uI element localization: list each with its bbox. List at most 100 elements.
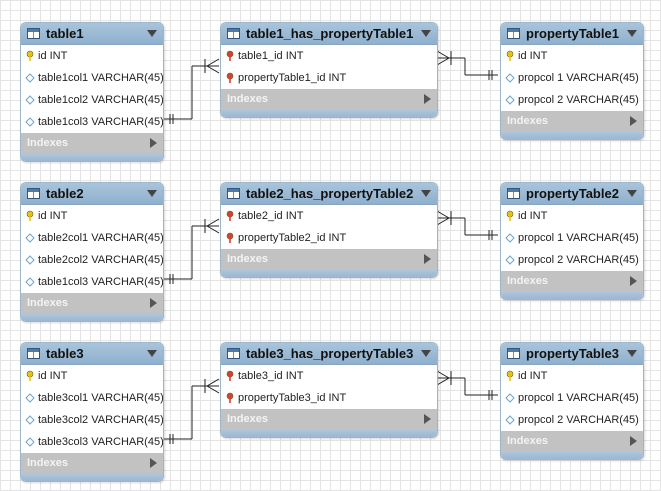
expand-arrow-icon[interactable]	[630, 116, 637, 126]
column-row[interactable]: propcol 2 VARCHAR(45)	[501, 249, 643, 271]
column-label: propcol 2 VARCHAR(45)	[518, 414, 639, 426]
column-row[interactable]: table2_id INT	[221, 205, 437, 227]
column-row[interactable]: table3col3 VARCHAR(45)	[21, 431, 163, 453]
entity-footer	[501, 131, 643, 139]
indexes-section[interactable]: Indexes	[221, 89, 437, 109]
crows-foot-mark	[436, 217, 450, 226]
table-icon	[227, 28, 240, 39]
indexes-label: Indexes	[507, 115, 548, 127]
column-row[interactable]: id INT	[501, 205, 643, 227]
entity-header[interactable]: table1	[21, 23, 163, 45]
entity-footer	[221, 269, 437, 277]
column-label: propertyTable1_id INT	[238, 72, 347, 84]
column-row[interactable]: table3col1 VARCHAR(45)	[21, 387, 163, 409]
column-row[interactable]: table1_id INT	[221, 45, 437, 67]
collapse-triangle-icon[interactable]	[627, 190, 637, 197]
column-row[interactable]: id INT	[21, 365, 163, 387]
column-row[interactable]: table1col2 VARCHAR(45)	[21, 89, 163, 111]
expand-arrow-icon[interactable]	[150, 138, 157, 148]
column-row[interactable]: propertyTable2_id INT	[221, 227, 437, 249]
column-row[interactable]: propcol 2 VARCHAR(45)	[501, 89, 643, 111]
expand-arrow-icon[interactable]	[150, 458, 157, 468]
indexes-section[interactable]: Indexes	[21, 453, 163, 473]
entity-title: table2_has_propertyTable2	[246, 186, 414, 201]
entity-header[interactable]: table2_has_propertyTable2	[221, 183, 437, 205]
entity-table1-has-property-table1[interactable]: table1_has_propertyTable1 table1_id INT pr…	[220, 22, 438, 118]
column-diamond-icon	[25, 117, 35, 127]
column-label: id INT	[38, 210, 68, 222]
column-diamond-icon	[25, 277, 35, 287]
entity-header[interactable]: propertyTable1	[501, 23, 643, 45]
column-row[interactable]: id INT	[501, 365, 643, 387]
collapse-triangle-icon[interactable]	[147, 30, 157, 37]
column-row[interactable]: table1col3 VARCHAR(45)	[21, 111, 163, 133]
column-row[interactable]: id INT	[21, 45, 163, 67]
entity-property-table1[interactable]: propertyTable1 id INT propcol 1 VARCHAR(45…	[500, 22, 644, 140]
indexes-section[interactable]: Indexes	[501, 111, 643, 131]
column-label: id INT	[518, 50, 548, 62]
collapse-triangle-icon[interactable]	[421, 350, 431, 357]
collapse-triangle-icon[interactable]	[421, 190, 431, 197]
column-row[interactable]: table1col1 VARCHAR(45)	[21, 67, 163, 89]
entity-header[interactable]: propertyTable3	[501, 343, 643, 365]
column-row[interactable]: propcol 2 VARCHAR(45)	[501, 409, 643, 431]
column-diamond-icon	[505, 415, 515, 425]
column-row[interactable]: id INT	[501, 45, 643, 67]
column-row[interactable]: table1col3 VARCHAR(45)	[21, 271, 163, 293]
expand-arrow-icon[interactable]	[424, 414, 431, 424]
column-label: table1col2 VARCHAR(45)	[38, 94, 164, 106]
entity-header[interactable]: table3	[21, 343, 163, 365]
collapse-triangle-icon[interactable]	[147, 190, 157, 197]
indexes-section[interactable]: Indexes	[21, 133, 163, 153]
primary-key-icon	[506, 370, 514, 381]
column-row[interactable]: propcol 1 VARCHAR(45)	[501, 387, 643, 409]
expand-arrow-icon[interactable]	[150, 298, 157, 308]
table-icon	[507, 28, 520, 39]
crows-foot-mark	[206, 385, 220, 394]
column-row[interactable]: table2col2 VARCHAR(45)	[21, 249, 163, 271]
column-row[interactable]: propertyTable3_id INT	[221, 387, 437, 409]
column-label: id INT	[38, 370, 68, 382]
column-diamond-icon	[505, 73, 515, 83]
entity-table2[interactable]: table2 id INT table2col1 VARCHAR(45)table2…	[20, 182, 164, 322]
expand-arrow-icon[interactable]	[630, 436, 637, 446]
entity-header[interactable]: table3_has_propertyTable3	[221, 343, 437, 365]
column-row[interactable]: id INT	[21, 205, 163, 227]
entity-footer	[21, 313, 163, 321]
entity-header[interactable]: table2	[21, 183, 163, 205]
entity-title: table1_has_propertyTable1	[246, 26, 414, 41]
column-row[interactable]: propcol 1 VARCHAR(45)	[501, 227, 643, 249]
indexes-section[interactable]: Indexes	[221, 409, 437, 429]
entity-footer	[21, 473, 163, 481]
crows-foot-mark	[206, 58, 220, 67]
indexes-section[interactable]: Indexes	[501, 431, 643, 451]
indexes-section[interactable]: Indexes	[501, 271, 643, 291]
entity-header[interactable]: table1_has_propertyTable1	[221, 23, 437, 45]
expand-arrow-icon[interactable]	[424, 94, 431, 104]
column-row[interactable]: propcol 1 VARCHAR(45)	[501, 67, 643, 89]
expand-arrow-icon[interactable]	[630, 276, 637, 286]
expand-arrow-icon[interactable]	[424, 254, 431, 264]
collapse-triangle-icon[interactable]	[627, 30, 637, 37]
entity-header[interactable]: propertyTable2	[501, 183, 643, 205]
column-diamond-icon	[25, 95, 35, 105]
entity-footer	[221, 109, 437, 117]
entity-title: table1	[46, 26, 84, 41]
collapse-triangle-icon[interactable]	[421, 30, 431, 37]
collapse-triangle-icon[interactable]	[627, 350, 637, 357]
column-row[interactable]: propertyTable1_id INT	[221, 67, 437, 89]
column-row[interactable]: table3col2 VARCHAR(45)	[21, 409, 163, 431]
column-row[interactable]: table3_id INT	[221, 365, 437, 387]
indexes-label: Indexes	[27, 297, 68, 309]
column-row[interactable]: table2col1 VARCHAR(45)	[21, 227, 163, 249]
indexes-section[interactable]: Indexes	[21, 293, 163, 313]
indexes-section[interactable]: Indexes	[221, 249, 437, 269]
crows-foot-mark	[436, 210, 450, 219]
collapse-triangle-icon[interactable]	[147, 350, 157, 357]
